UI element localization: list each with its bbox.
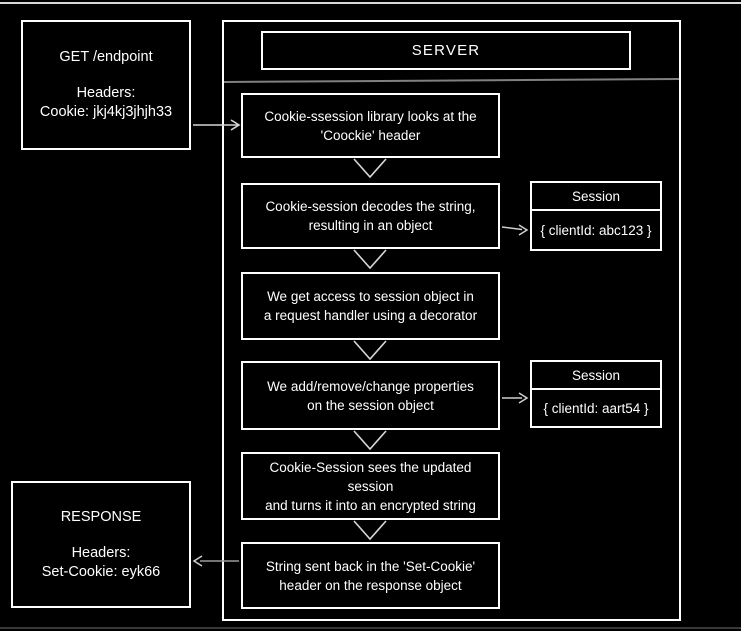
flow-step-2: Cookie-session decodes the string, resul…: [241, 183, 500, 249]
session-box-2-value: { clientId: aart54 }: [543, 400, 649, 416]
request-headers: Headers: Cookie: jkj4kj3jhjh33: [39, 85, 173, 120]
request-box: GET /endpoint Headers: Cookie: jkj4kj3jh…: [21, 20, 191, 150]
session-box-1: Session { clientId: abc123 }: [530, 181, 662, 251]
session-box-1-value: { clientId: abc123 }: [540, 222, 652, 238]
flow-step-6: String sent back in the 'Set-Cookie' hea…: [241, 542, 500, 609]
response-headers: Headers: Set-Cookie: eyk66: [41, 544, 161, 580]
flow-step-1-text: Cookie-ssession library looks at the 'Co…: [264, 108, 477, 143]
session-box-1-title: Session: [532, 183, 660, 211]
flow-step-3-text: We get access to session object in a req…: [263, 289, 478, 323]
response-title: RESPONSE: [60, 508, 142, 525]
flow-step-1: Cookie-ssession library looks at the 'Co…: [241, 93, 500, 158]
flow-step-2-text: Cookie-session decodes the string, resul…: [265, 199, 476, 233]
flow-step-3: We get access to session object in a req…: [241, 272, 500, 340]
session-box-2-title: Session: [532, 362, 660, 390]
server-title: SERVER: [261, 31, 631, 70]
session-box-2: Session { clientId: aart54 }: [530, 360, 662, 428]
flow-step-5-text: Cookie-Session sees the updated session …: [265, 459, 476, 513]
flow-step-5: Cookie-Session sees the updated session …: [241, 452, 500, 520]
flow-step-6-text: String sent back in the 'Set-Cookie' hea…: [265, 558, 476, 593]
request-title: GET /endpoint: [59, 49, 153, 65]
arrow-left-head-icon: [192, 555, 203, 567]
response-box: RESPONSE Headers: Set-Cookie: eyk66: [11, 481, 191, 608]
flow-step-4: We add/remove/change properties on the s…: [241, 361, 500, 430]
flow-step-4-text: We add/remove/change properties on the s…: [267, 378, 474, 413]
